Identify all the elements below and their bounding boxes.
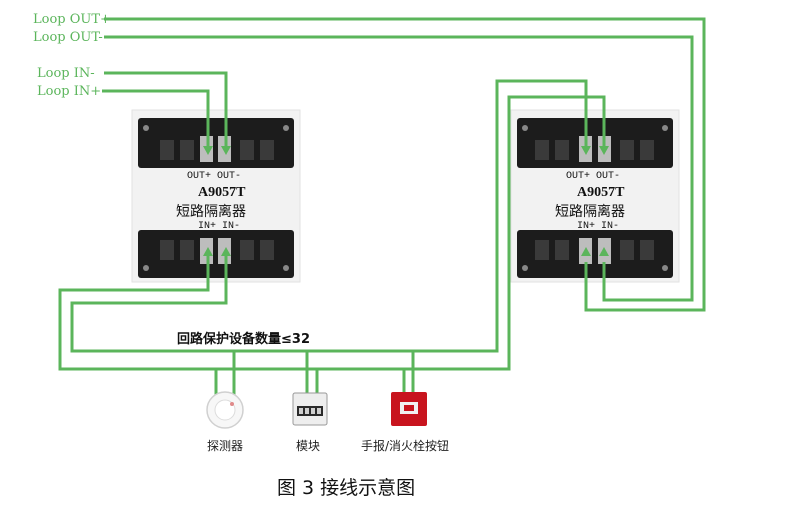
wire-iso2-out-plus: [70, 79, 588, 353]
loop-out-plus-label: Loop OUT+: [33, 12, 111, 27]
terminal-arrows: [203, 146, 609, 256]
call-point-label: 手报/消火栓按钮: [361, 438, 449, 453]
isolator-1-in-terminal-label: IN+ IN-: [198, 221, 240, 232]
loop-in-minus-label: Loop IN-: [37, 66, 95, 81]
wire-loop-in-minus: [104, 71, 228, 150]
manual-call-point-icon: [391, 392, 427, 426]
module-icon: [292, 392, 328, 426]
isolator-2: OUT+ OUT- A9057T 短路隔离器 IN+ IN-: [510, 109, 680, 283]
wire-loop-out-minus: [104, 35, 694, 302]
isolator-2-model: A9057T: [577, 185, 625, 200]
loop-device-limit-note: 回路保护设备数量≤32: [177, 331, 310, 347]
loop-out-minus-label: Loop OUT-: [33, 30, 103, 45]
isolator-1-model: A9057T: [198, 185, 246, 200]
isolator-2-name: 短路隔离器: [555, 203, 625, 220]
isolator-2-terminal-slots: [535, 140, 654, 260]
wire-iso2-out-minus: [58, 95, 606, 371]
isolator-1-terminal-slots: [160, 140, 274, 260]
detector-label: 探测器: [207, 439, 243, 453]
isolator-2-out-terminal-label: OUT+ OUT-: [566, 171, 620, 182]
isolator-2-in-terminal-label: IN+ IN-: [577, 221, 619, 232]
isolator-1-top-terminal-block: [138, 118, 294, 168]
figure-caption: 图 3 接线示意图: [277, 477, 415, 499]
isolator-1-bottom-terminal-block: [138, 230, 294, 278]
isolator-1: OUT+ OUT- A9057T 短路隔离器 IN+ IN-: [131, 109, 301, 283]
isolator-1-screws: [143, 125, 289, 271]
wiring: [58, 17, 706, 418]
smoke-detector-icon: [206, 391, 244, 429]
module-label: 模块: [296, 439, 320, 453]
wire-loop-in-plus: [102, 89, 210, 150]
loop-in-plus-label: Loop IN+: [37, 84, 101, 99]
isolator-1-out-terminal-label: OUT+ OUT-: [187, 171, 241, 182]
wire-loop-out-plus: [104, 17, 706, 312]
isolator-2-screws: [522, 125, 668, 271]
isolator-1-name: 短路隔离器: [176, 203, 246, 220]
